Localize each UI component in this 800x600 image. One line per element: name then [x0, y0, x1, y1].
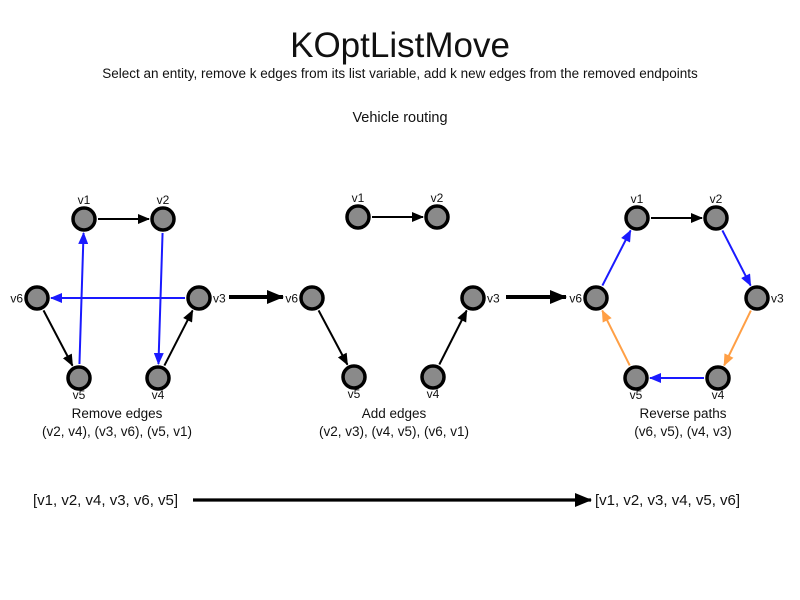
graph-edge-add-edges-v4-v3	[438, 309, 468, 365]
node-label-reverse-paths-v3: v3	[771, 292, 784, 306]
graph-node-reverse-paths-v3	[744, 285, 770, 311]
graph-node-reverse-paths-v5	[623, 365, 649, 391]
reverse-paths-pairs: (v6, v5), (v4, v3)	[634, 424, 732, 439]
remove-edges-pairs: (v2, v4), (v3, v6), (v5, v1)	[41, 424, 193, 439]
node-label-add-edges-v3: v3	[487, 292, 500, 306]
graph-edge-reverse-paths-v6-v1	[601, 229, 632, 286]
remove-edges-caption: Remove edges (v2, v4), (v3, v6), (v5, v1…	[42, 405, 192, 441]
graph-node-add-edges-v1	[345, 204, 371, 230]
graph-node-add-edges-v2	[424, 204, 450, 230]
graph-edge-remove-edges-v5-v1	[78, 231, 89, 365]
node-label-reverse-paths-v5: v5	[630, 388, 643, 402]
node-label-add-edges-v1: v1	[352, 191, 365, 205]
add-edges-pairs: (v2, v3), (v4, v5), (v6, v1)	[318, 424, 470, 439]
graph-edge-reverse-paths-v5-v6	[601, 309, 631, 366]
context-label: Vehicle routing	[352, 110, 448, 126]
node-label-reverse-paths-v6: v6	[569, 292, 582, 306]
graph-node-reverse-paths-v6	[583, 285, 609, 311]
reverse-paths-caption-title: Reverse paths	[639, 406, 727, 421]
graph-node-add-edges-v3	[460, 285, 486, 311]
add-edges-caption: Add edges (v2, v3), (v4, v5), (v6, v1)	[319, 405, 469, 441]
remove-edges-caption-title: Remove edges	[71, 406, 163, 421]
node-label-reverse-paths-v2: v2	[710, 192, 723, 206]
reverse-paths-caption: Reverse paths (v6, v5), (v4, v3)	[634, 405, 732, 441]
node-label-remove-edges-v2: v2	[157, 193, 170, 207]
graph-node-reverse-paths-v2	[703, 205, 729, 231]
page-title: KOptListMove	[290, 26, 510, 65]
graph-node-remove-edges-v3	[186, 285, 212, 311]
node-label-add-edges-v2: v2	[431, 191, 444, 205]
graph-edge-add-edges-v6-v5	[317, 309, 349, 366]
graph-edge-remove-edges-v6-v5	[42, 309, 74, 367]
node-label-reverse-paths-v4: v4	[712, 388, 725, 402]
node-label-add-edges-v5: v5	[348, 387, 361, 401]
graph-node-reverse-paths-v1	[624, 205, 650, 231]
graph-edge-reverse-paths-v3-v4	[723, 310, 752, 367]
graph-node-remove-edges-v4	[145, 365, 171, 391]
node-label-add-edges-v4: v4	[427, 387, 440, 401]
graph-edge-reverse-paths-v2-v3	[721, 230, 752, 287]
graph-node-remove-edges-v2	[150, 206, 176, 232]
node-label-remove-edges-v3: v3	[213, 292, 226, 306]
node-label-reverse-paths-v1: v1	[631, 192, 644, 206]
graph-node-add-edges-v4	[420, 364, 446, 390]
graph-edge-remove-edges-v4-v3	[163, 309, 194, 366]
before-route-list: [v1, v2, v4, v3, v6, v5]	[33, 492, 179, 509]
graph-node-remove-edges-v1	[71, 206, 97, 232]
node-label-remove-edges-v5: v5	[73, 388, 86, 402]
node-label-remove-edges-v4: v4	[152, 388, 165, 402]
graph-node-reverse-paths-v4	[705, 365, 731, 391]
graph-node-add-edges-v5	[341, 364, 367, 390]
graph-node-remove-edges-v5	[66, 365, 92, 391]
node-label-remove-edges-v6: v6	[10, 292, 23, 306]
graph-node-add-edges-v6	[299, 285, 325, 311]
after-route-list: [v1, v2, v3, v4, v5, v6]	[595, 492, 741, 509]
add-edges-caption-title: Add edges	[361, 406, 427, 421]
graph-node-remove-edges-v6	[24, 285, 50, 311]
subtitle: Select an entity, remove k edges from it…	[102, 66, 698, 81]
node-label-add-edges-v6: v6	[285, 292, 298, 306]
node-label-remove-edges-v1: v1	[78, 193, 91, 207]
